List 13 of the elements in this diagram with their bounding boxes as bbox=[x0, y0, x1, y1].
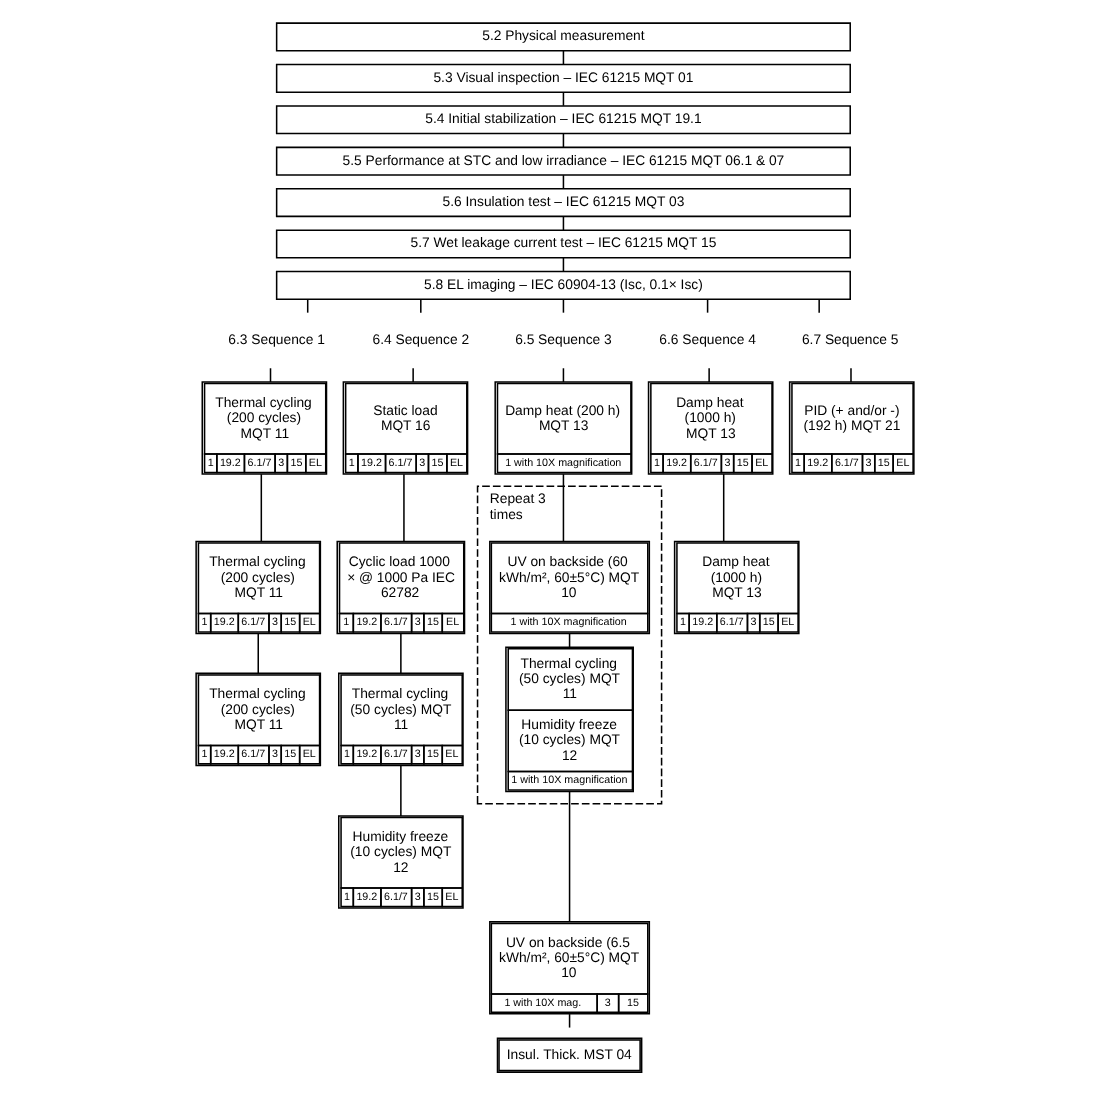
connector bbox=[259, 473, 262, 543]
connector bbox=[411, 367, 413, 383]
connector bbox=[399, 764, 401, 817]
connector bbox=[399, 632, 401, 674]
connector bbox=[402, 473, 404, 543]
connector bbox=[817, 298, 819, 314]
connector bbox=[256, 632, 258, 674]
connector bbox=[419, 298, 421, 314]
connector bbox=[561, 473, 564, 543]
connector bbox=[567, 791, 570, 923]
connector bbox=[707, 367, 709, 383]
connector bbox=[849, 367, 851, 383]
connector bbox=[721, 473, 724, 543]
